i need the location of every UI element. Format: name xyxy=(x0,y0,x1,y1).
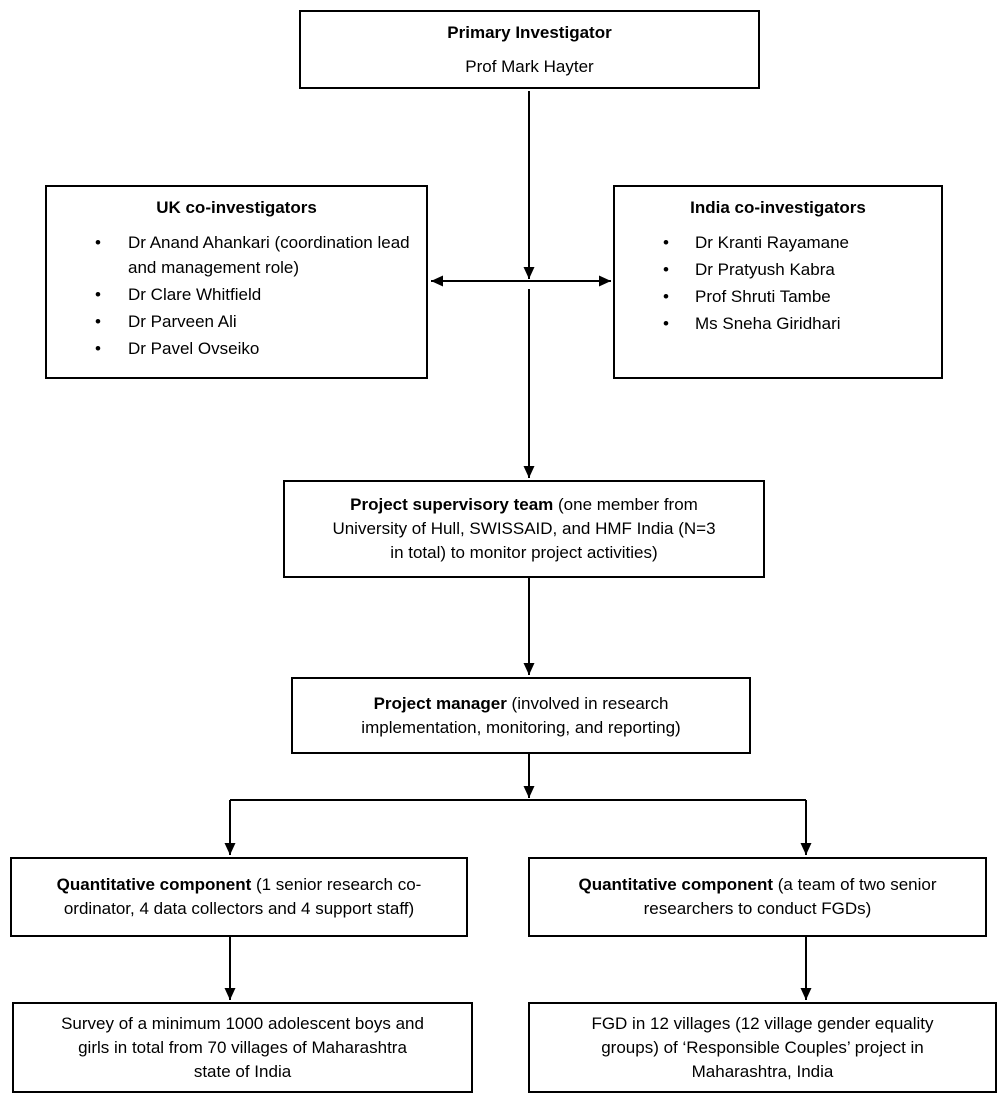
project-manager-box: Project manager (involved in research im… xyxy=(291,677,751,754)
uk-member-list: Dr Anand Ahankari (coordination lead and… xyxy=(95,230,430,361)
project-manager-line1: Project manager (involved in research xyxy=(293,692,749,716)
survey-line3: state of India xyxy=(193,1061,292,1081)
quantitative-right-line2: researchers to conduct FGDs) xyxy=(643,899,872,918)
list-item: Dr Anand Ahankari (coordination lead and… xyxy=(95,230,430,280)
fgd-line2: groups) of ‘Responsible Couples’ project… xyxy=(601,1037,924,1057)
quantitative-left-line1: Quantitative component (1 senior researc… xyxy=(12,873,466,897)
survey-line2: girls in total from 70 villages of Mahar… xyxy=(78,1037,407,1057)
supervisory-team-title: Project supervisory team xyxy=(350,495,554,514)
quantitative-left-title: Quantitative component xyxy=(56,875,252,894)
list-item: Dr Pratyush Kabra xyxy=(663,257,933,282)
quantitative-component-right-box: Quantitative component (a team of two se… xyxy=(528,857,987,937)
quantitative-left-desc: (1 senior research co- xyxy=(251,875,422,894)
survey-line1: Survey of a minimum 1000 adolescent boys… xyxy=(61,1013,424,1033)
quantitative-left-line2: ordinator, 4 data collectors and 4 suppo… xyxy=(63,899,415,918)
list-item: Prof Shruti Tambe xyxy=(663,284,933,309)
uk-coinvestigators-box: UK co-investigators Dr Anand Ahankari (c… xyxy=(45,185,428,379)
project-manager-desc: (involved in research xyxy=(506,693,669,713)
project-manager-line2: implementation, monitoring, and reportin… xyxy=(361,717,681,737)
india-coinvestigators-box: India co-investigators Dr Kranti Rayaman… xyxy=(613,185,943,379)
quantitative-right-line1: Quantitative component (a team of two se… xyxy=(530,873,985,897)
primary-investigator-name: Prof Mark Hayter xyxy=(465,56,594,76)
project-manager-title: Project manager xyxy=(373,693,507,713)
quantitative-component-left-box: Quantitative component (1 senior researc… xyxy=(10,857,468,937)
list-item: Dr Parveen Ali xyxy=(95,309,430,334)
list-item: Dr Kranti Rayamane xyxy=(663,230,933,255)
quantitative-right-title: Quantitative component xyxy=(578,875,774,894)
india-coinvestigators-title: India co-investigators xyxy=(690,198,866,217)
supervisory-team-line3: in total) to monitor project activities) xyxy=(390,543,658,562)
fgd-line3: Maharashtra, India xyxy=(691,1061,834,1081)
primary-investigator-box: Primary Investigator Prof Mark Hayter xyxy=(299,10,760,89)
supervisory-team-line2: University of Hull, SWISSAID, and HMF In… xyxy=(332,519,716,538)
fgd-line1: FGD in 12 villages (12 village gender eq… xyxy=(591,1013,934,1033)
supervisory-team-line1: Project supervisory team (one member fro… xyxy=(285,493,763,517)
quantitative-right-desc: (a team of two senior xyxy=(773,875,937,894)
primary-investigator-title: Primary Investigator xyxy=(447,22,612,42)
list-item: Ms Sneha Giridhari xyxy=(663,311,933,336)
list-item: Dr Clare Whitfield xyxy=(95,282,430,307)
list-item: Dr Pavel Ovseiko xyxy=(95,336,430,361)
fgd-box: FGD in 12 villages (12 village gender eq… xyxy=(528,1002,997,1093)
india-member-list: Dr Kranti Rayamane Dr Pratyush Kabra Pro… xyxy=(663,230,933,336)
supervisory-team-desc: (one member from xyxy=(553,495,698,514)
supervisory-team-box: Project supervisory team (one member fro… xyxy=(283,480,765,578)
survey-box: Survey of a minimum 1000 adolescent boys… xyxy=(12,1002,473,1093)
uk-coinvestigators-title: UK co-investigators xyxy=(156,198,317,217)
